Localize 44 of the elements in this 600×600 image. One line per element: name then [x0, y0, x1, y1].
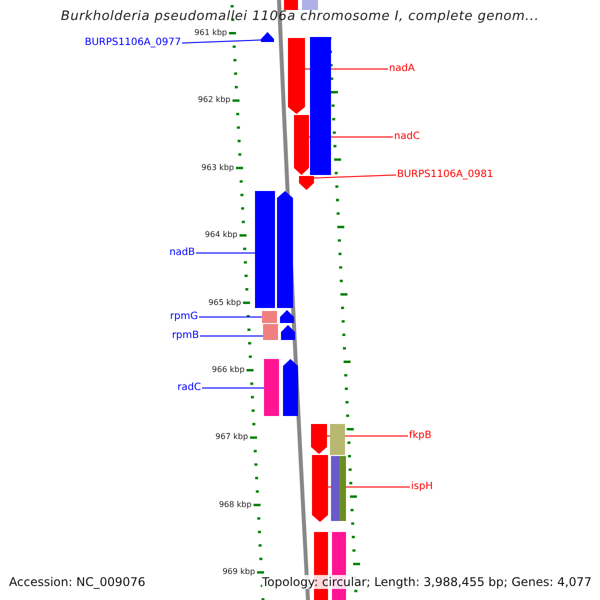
- gene-bar: [264, 359, 279, 416]
- footer-text: Topology: circular; Length: 3,988,455 bp; Genes: 4,077: [262, 575, 592, 589]
- gene-bar: [255, 191, 275, 308]
- scale-label: 964 kbp: [204, 230, 238, 240]
- gene-label: fkpB: [409, 430, 432, 442]
- gene-label: ispH: [411, 481, 433, 493]
- leader-line: [198, 316, 262, 318]
- gene-label: rpmB: [172, 330, 199, 342]
- gene-label: nadB: [169, 247, 195, 259]
- gene-label: nadC: [394, 131, 420, 143]
- gene-label: radC: [177, 382, 201, 394]
- gene-label: BURPS1106A_0977: [84, 37, 181, 49]
- scale-label: 962 kbp: [198, 95, 231, 106]
- scale-label: 969 kbp: [222, 567, 256, 578]
- leader-line: [196, 252, 256, 254]
- gene-bar: [284, 0, 298, 10]
- scale-label: 965 kbp: [208, 298, 242, 308]
- gene-bar: [262, 311, 277, 323]
- scale-label: 961 kbp: [194, 28, 227, 38]
- title: Burkholderia pseudomallei 1106a chromosome I, complete genom...: [60, 9, 540, 24]
- gene-label: rpmG: [170, 311, 198, 323]
- gene-bar: [330, 424, 345, 455]
- gene-bar: [263, 324, 278, 340]
- gene-bar: [299, 176, 314, 190]
- scale-label: 963 kbp: [201, 162, 234, 173]
- gene-bar: [261, 32, 274, 42]
- gene-bar: [339, 456, 346, 521]
- gene-label: nadA: [389, 63, 415, 75]
- gene-bar: [310, 37, 331, 175]
- gene-bar: [288, 38, 305, 114]
- scale-label: 968 kbp: [218, 500, 252, 510]
- footer-text: Accession: NC_009076: [9, 575, 146, 589]
- gene-bar: [283, 359, 298, 416]
- gene-bar: [280, 310, 294, 323]
- leader-line: [314, 174, 396, 178]
- gene-bar: [302, 0, 318, 10]
- scale-label: 967 kbp: [215, 432, 248, 442]
- leader-line: [182, 40, 262, 44]
- gene-label: BURPS1106A_0981: [397, 169, 494, 181]
- gene-bar: [331, 456, 339, 521]
- scale-label: 966 kbp: [212, 365, 245, 375]
- gene-bar: [277, 191, 293, 308]
- gene-bar: [281, 325, 295, 340]
- gene-bar: [311, 424, 327, 454]
